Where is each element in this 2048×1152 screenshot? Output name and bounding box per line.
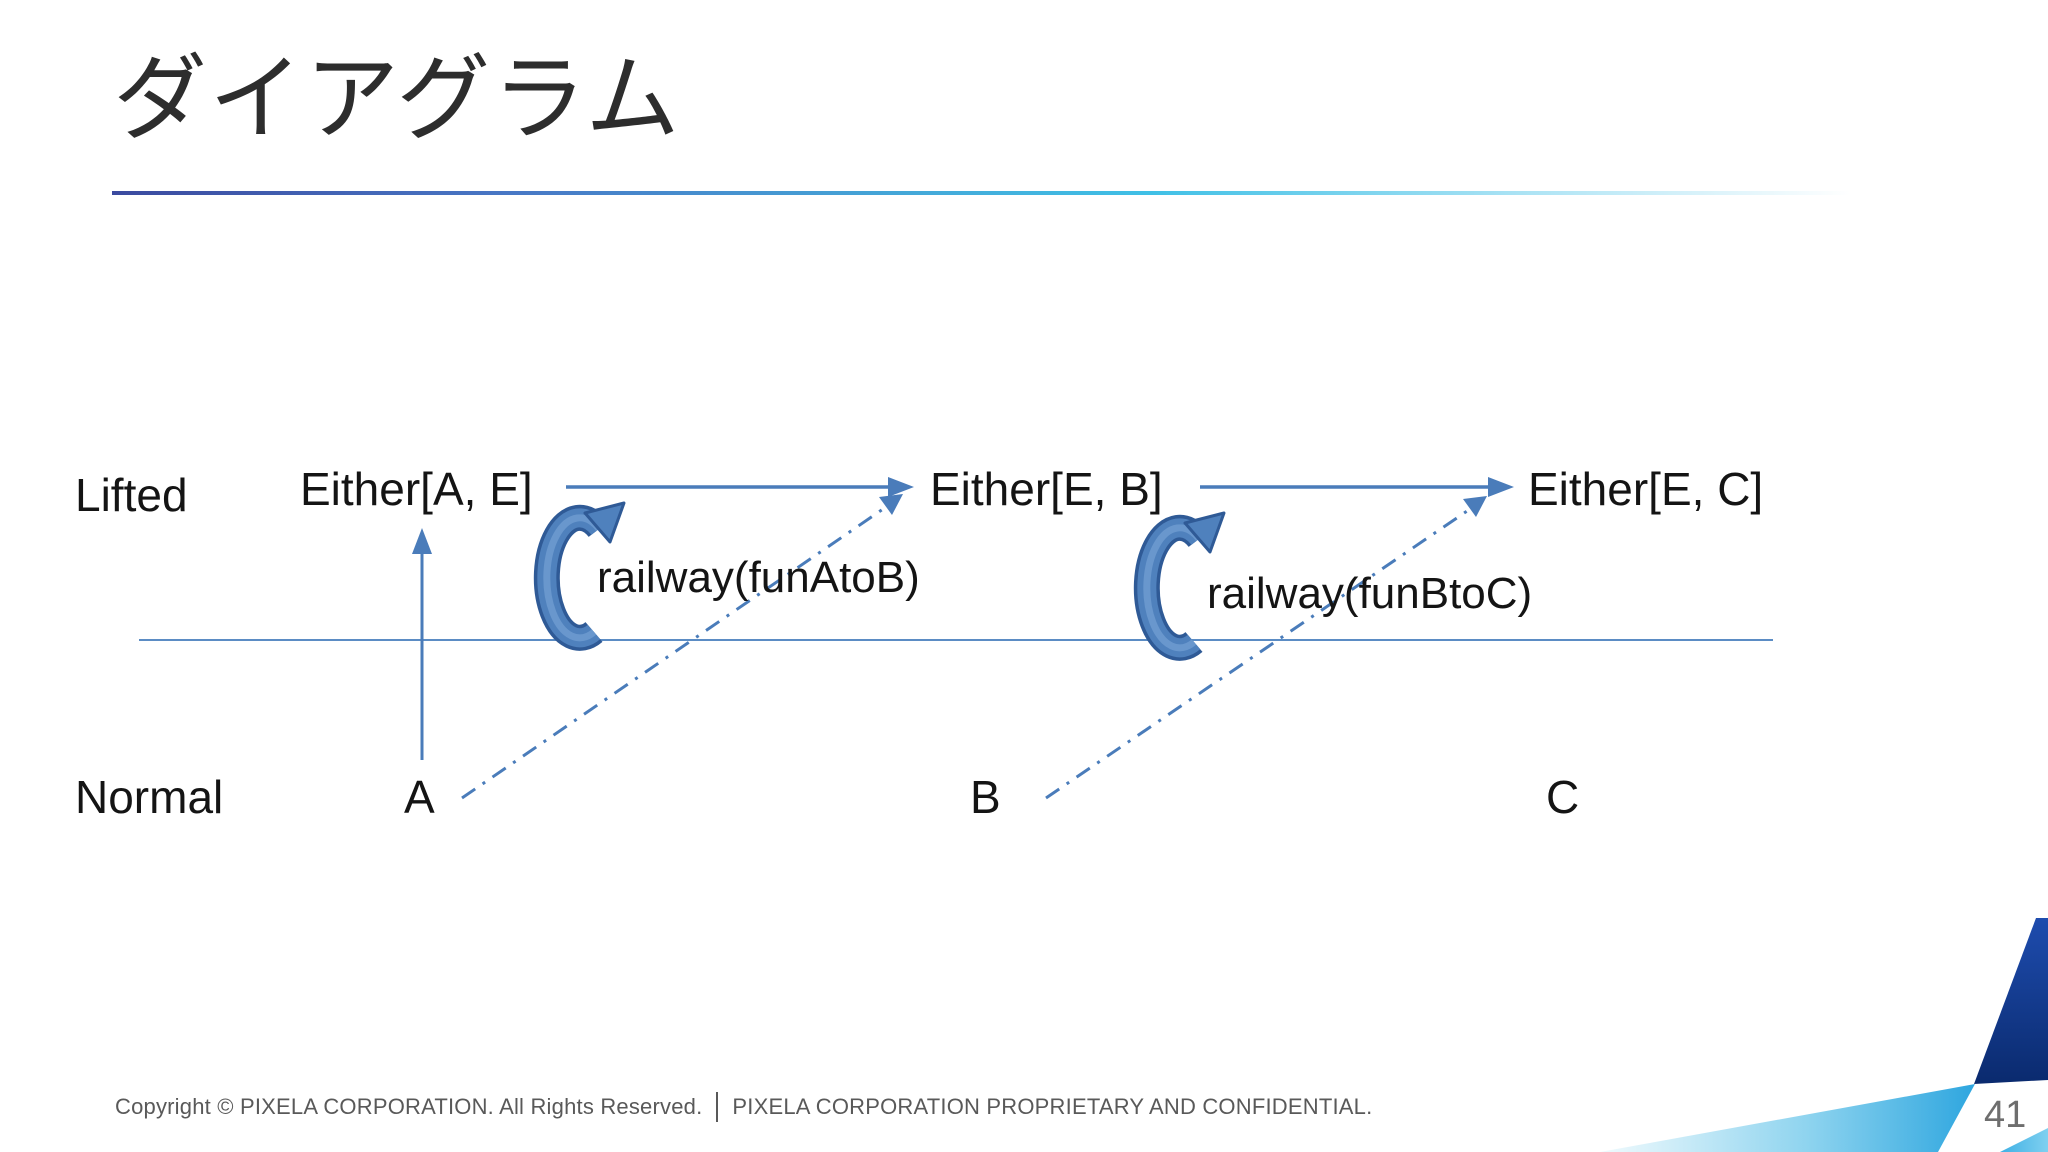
lifted-arrow-2-head bbox=[1488, 477, 1514, 497]
title-underline-rule bbox=[112, 191, 1904, 195]
railway-dashed-arrow-1-head bbox=[879, 494, 903, 515]
node-label-either-eb: Either[E, B] bbox=[930, 463, 1163, 515]
railway-dashed-arrow-1 bbox=[461, 494, 903, 800]
footer-divider bbox=[716, 1092, 719, 1122]
railway-label-2: railway(funBtoC) bbox=[1207, 569, 1533, 618]
node-label-c: C bbox=[1546, 771, 1580, 823]
node-label-either-ae: Either[A, E] bbox=[300, 463, 533, 515]
lifted-arrow-2 bbox=[1200, 477, 1514, 497]
corner-light-triangle bbox=[2000, 1128, 2048, 1152]
slide-title: ダイアグラム bbox=[113, 46, 682, 151]
row-label-lifted: Lifted bbox=[75, 469, 188, 521]
footer-copyright: Copyright © PIXELA CORPORATION. All Righ… bbox=[115, 1094, 703, 1119]
railway-arc-1 bbox=[533, 501, 626, 651]
corner-dark-triangle bbox=[1974, 918, 2048, 1084]
railway-dashed-arrow-2-head bbox=[1463, 496, 1487, 517]
page-number: 41 bbox=[1984, 1094, 2027, 1136]
node-label-a: A bbox=[404, 771, 435, 823]
node-label-either-ec: Either[E, C] bbox=[1528, 463, 1764, 515]
footer-confidential: PIXELA CORPORATION PROPRIETARY AND CONFI… bbox=[732, 1094, 1373, 1119]
node-label-b: B bbox=[970, 771, 1001, 823]
corner-light-wedge bbox=[1600, 1084, 1975, 1152]
railway-dashed-arrow-2 bbox=[1045, 496, 1487, 800]
lifted-arrow-1-head bbox=[888, 477, 914, 497]
railway-label-1: railway(funAtoB) bbox=[597, 553, 920, 602]
lift-arrow-head bbox=[412, 528, 432, 554]
railway-arc-1-head bbox=[583, 501, 626, 544]
row-label-normal: Normal bbox=[75, 771, 224, 823]
lift-arrow bbox=[412, 528, 432, 760]
footer: Copyright © PIXELA CORPORATION. All Righ… bbox=[115, 1092, 1372, 1122]
lifted-arrow-1 bbox=[566, 477, 914, 497]
